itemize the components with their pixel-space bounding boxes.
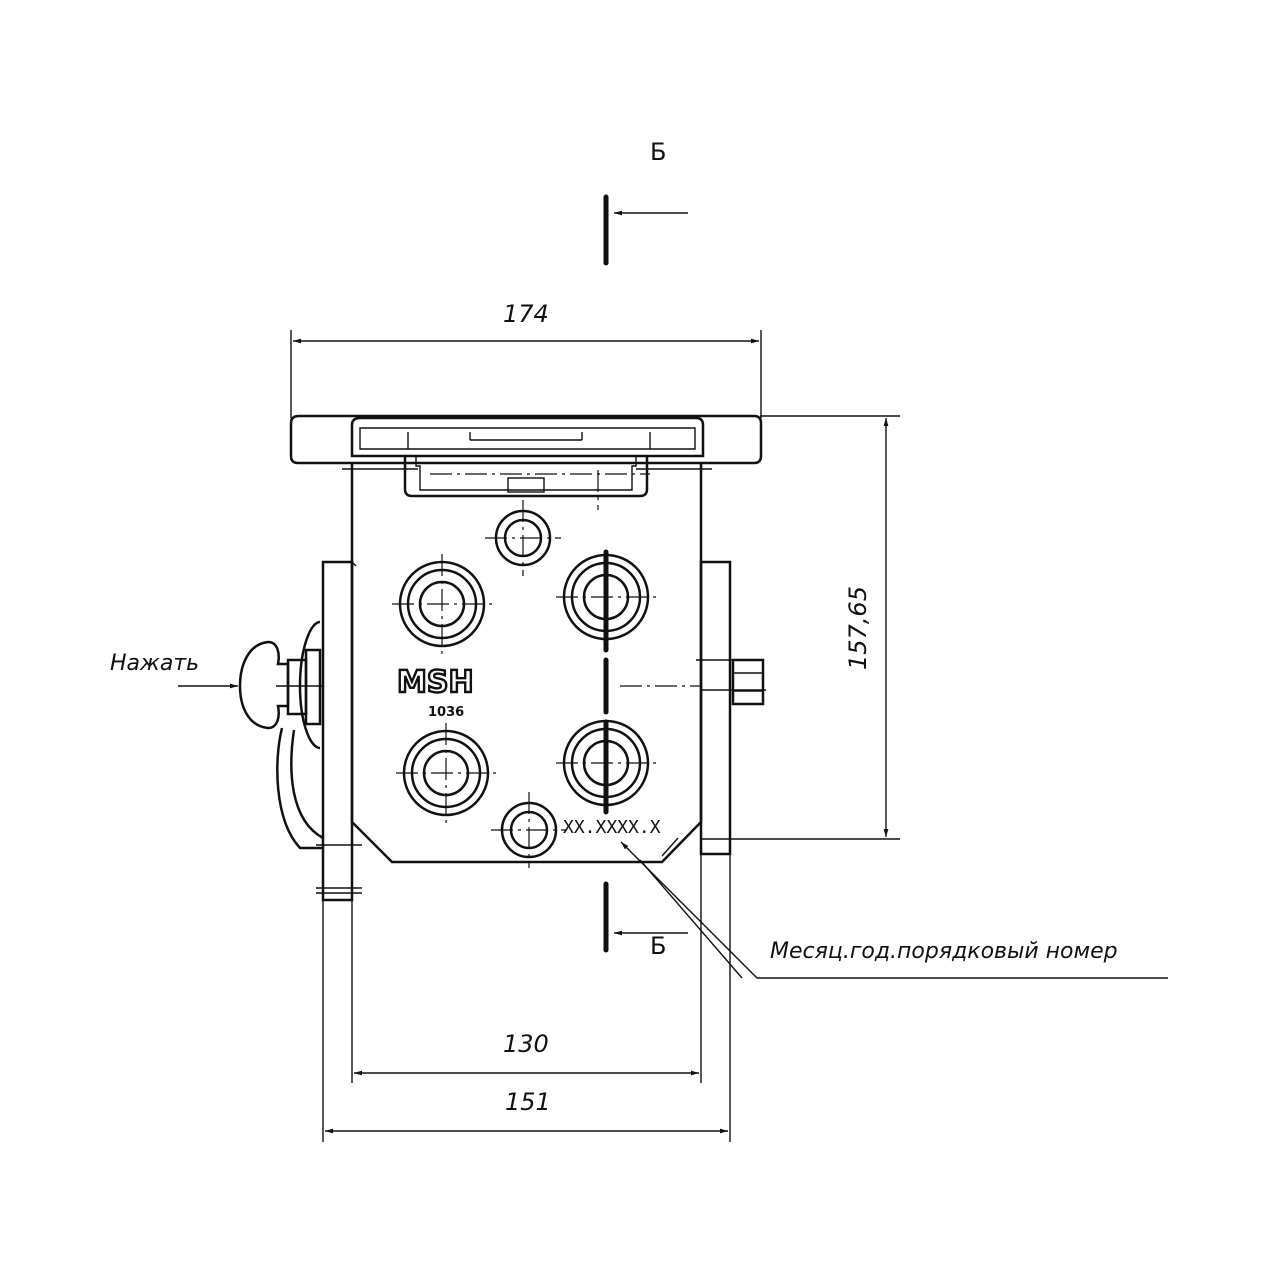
port-bottom-left — [396, 723, 496, 823]
dimension-outer-width-value: 151 — [505, 1088, 551, 1116]
serial-mark: XX.XXXX.X — [563, 817, 661, 838]
small-hole-bottom — [491, 792, 567, 868]
dimension-top-width: 174 — [290, 300, 762, 418]
left-side-plate — [316, 560, 362, 902]
dimension-inner-width-value: 130 — [503, 1030, 549, 1058]
section-marker-bottom: Б — [603, 881, 688, 960]
housing — [289, 414, 763, 864]
small-hole-top — [485, 500, 561, 576]
press-callout: Нажать — [110, 651, 238, 689]
dimension-inner-width: 130 — [351, 850, 702, 1083]
push-button — [238, 620, 324, 850]
serial-callout: Месяц.год.порядковый номер — [620, 841, 1168, 979]
dimension-height-value: 157,65 — [844, 586, 872, 670]
press-label: Нажать — [110, 651, 199, 676]
serial-callout-label: Месяц.год.порядковый номер — [770, 939, 1118, 964]
dimension-top-width-value: 174 — [503, 300, 549, 328]
dimension-outer-width: 151 — [322, 855, 731, 1142]
section-cut-line — [603, 549, 700, 815]
section-label-bottom: Б — [650, 932, 666, 960]
logo-main-text: MSH — [397, 665, 474, 700]
port-top-left — [392, 554, 492, 654]
section-label-top: Б — [650, 138, 666, 166]
dimension-height: 157,65 — [700, 415, 900, 840]
section-marker-top: Б — [603, 138, 688, 266]
logo-sub-text: 1036 — [428, 705, 464, 720]
manufacturer-logo: MSH 1036 — [396, 664, 475, 720]
right-side-plate — [696, 560, 766, 856]
